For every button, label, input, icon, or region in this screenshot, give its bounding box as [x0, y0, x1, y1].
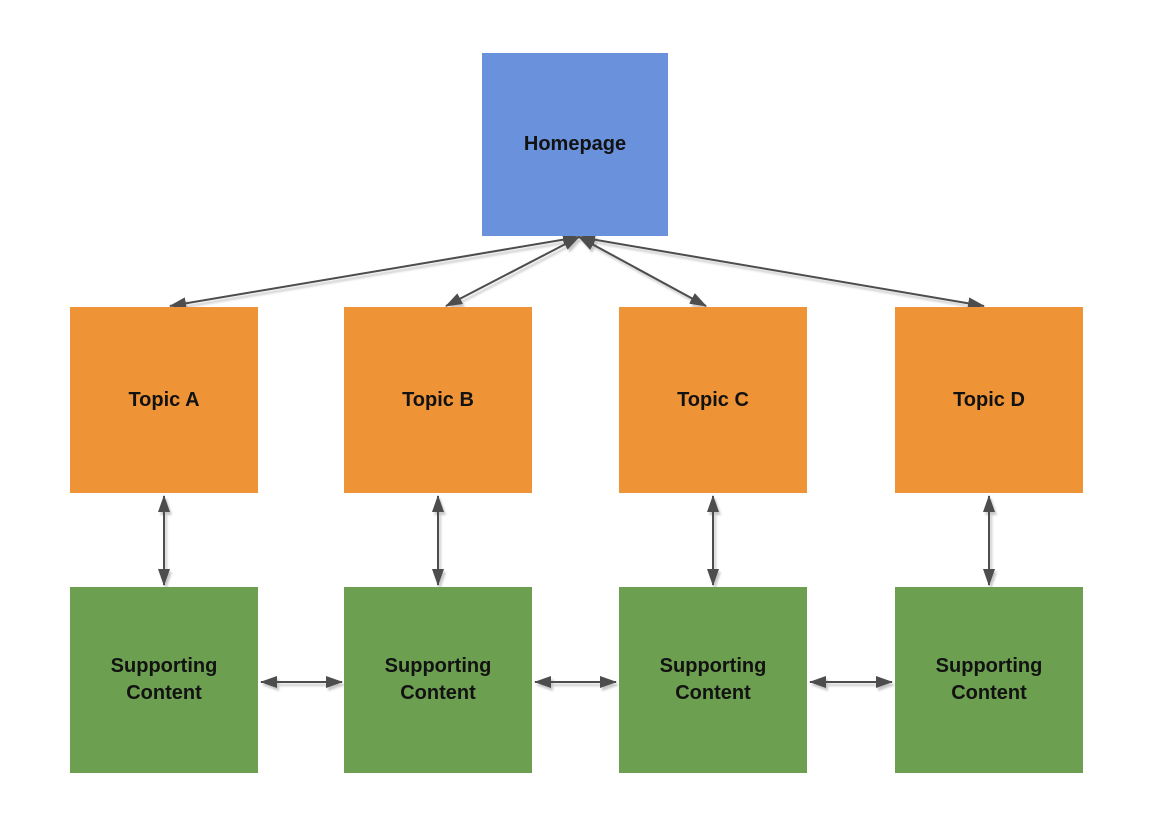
node-supporting-content-d: Supporting Content [895, 587, 1083, 773]
node-topic-d-label: Topic D [953, 388, 1025, 411]
edge-homepage-topic-b [445, 236, 580, 307]
node-homepage: Homepage [482, 53, 668, 236]
node-homepage-label: Homepage [523, 133, 627, 155]
node-topic-b: Topic B [344, 307, 532, 493]
node-topic-a-label: Topic A [128, 388, 200, 411]
node-supporting-content-a-label: Supporting Content [110, 655, 218, 704]
node-supporting-content-b: Supporting Content [344, 587, 532, 773]
node-supporting-content-a: Supporting Content [70, 587, 258, 773]
edge-homepage-topic-d [578, 233, 985, 310]
node-topic-a: Topic A [70, 307, 258, 493]
node-supporting-content-d-label: Supporting Content [935, 655, 1043, 704]
edge-homepage-topic-a [169, 233, 580, 310]
node-topic-b-label: Topic B [402, 388, 474, 411]
node-supporting-content-b-label: Supporting Content [384, 655, 492, 704]
node-topic-c-label: Topic C [677, 388, 749, 411]
node-topic-c: Topic C [619, 307, 807, 493]
node-supporting-content-c: Supporting Content [619, 587, 807, 773]
node-topic-d: Topic D [895, 307, 1083, 493]
node-supporting-content-c-label: Supporting Content [659, 655, 767, 704]
